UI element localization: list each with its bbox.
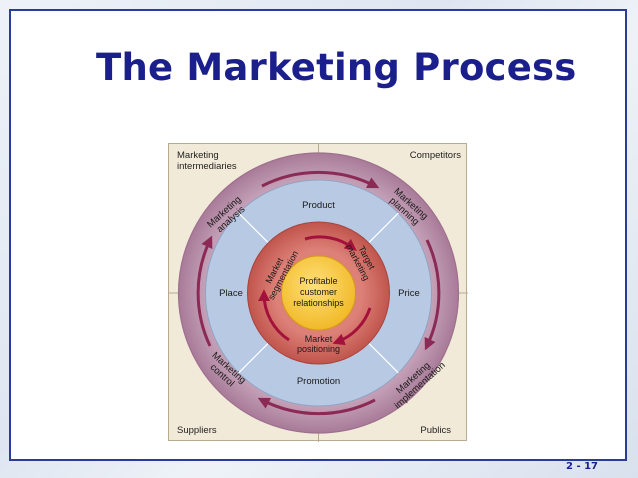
slide-page-number: 2 - 17 [566,461,598,472]
mix-label-product: Product [302,200,335,211]
arrow-outer-bottom [257,397,376,416]
corner-label-intermediaries-1: Marketing [177,150,219,161]
mix-label-price: Price [398,288,420,299]
arrow-outer-left [196,235,213,347]
positioning-line2: positioning [297,344,340,354]
mix-label-promotion: Promotion [297,376,340,387]
arrow-inner-right [332,307,372,346]
mix-label-place: Place [219,288,243,299]
arrow-outer-top [261,170,380,189]
center-circle [281,255,356,331]
arrow-inner-top [304,235,357,251]
center-line2: customer [300,287,337,297]
slide-title: The Marketing Process [96,46,577,89]
diagram-svg: Marketing intermediaries Competitors Sup… [169,144,468,442]
arrow-outer-right [424,239,441,351]
corner-label-suppliers: Suppliers [177,425,217,436]
center-line3: relationships [293,298,344,308]
corner-label-competitors: Competitors [410,150,461,161]
arrow-inner-left [258,289,290,342]
corner-label-intermediaries-2: intermediaries [177,161,237,172]
marketing-process-diagram: Marketing intermediaries Competitors Sup… [168,143,468,442]
center-line1: Profitable [299,276,337,286]
positioning-line1: Market [305,334,333,344]
corner-label-publics: Publics [420,425,451,436]
